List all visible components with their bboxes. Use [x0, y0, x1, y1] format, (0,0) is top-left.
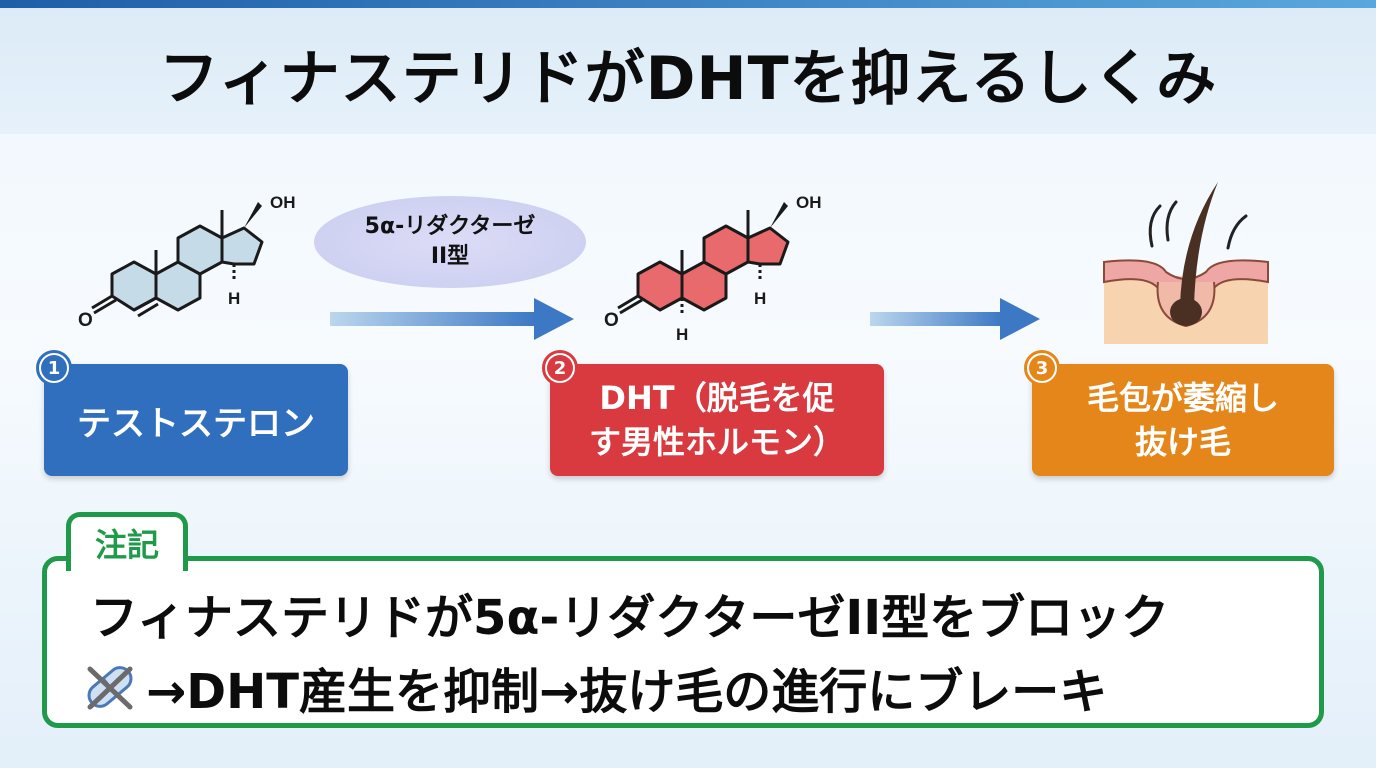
- step-box-hair-loss: 毛包が萎縮し 抜け毛: [1032, 364, 1334, 476]
- step-3-label-line2: 抜け毛: [1134, 423, 1231, 461]
- note-box: [42, 556, 1324, 728]
- note-line-2-row: →DHT産生を抑制→抜け毛の進行にブレーキ: [80, 652, 1107, 722]
- progression-arrow: [870, 296, 1040, 346]
- note-line-2: →DHT産生を抑制→抜け毛の進行にブレーキ: [146, 664, 1108, 720]
- step-1-label: テストステロン: [77, 403, 315, 444]
- conversion-arrow: [330, 296, 574, 346]
- dht-molecule: OH O H H: [600, 180, 840, 355]
- enzyme-type: II型: [430, 244, 470, 269]
- title-band: [0, 8, 1376, 134]
- oh-label: OH: [796, 193, 822, 212]
- oh-label: OH: [270, 193, 296, 212]
- ring-c: [702, 224, 750, 276]
- step-badge-1: 1: [36, 350, 72, 386]
- h-label-lower: H: [676, 325, 688, 344]
- h-label: H: [228, 289, 240, 308]
- step-badge-3: 3: [1024, 350, 1060, 386]
- testosterone-molecule: OH O H: [74, 180, 314, 340]
- enzyme-label-bubble: 5α-リダクターゼ II型: [314, 196, 586, 288]
- enzyme-name: 5α-リダクターゼ: [364, 214, 536, 239]
- o-label: O: [604, 310, 619, 331]
- step-2-label-line2: す男性ホルモン）: [588, 423, 845, 461]
- o-label: O: [78, 310, 93, 331]
- step-badge-2: 2: [542, 350, 578, 386]
- step-box-dht: DHT（脱毛を促 す男性ホルモン）: [550, 364, 884, 476]
- page-title: フィナステリドがDHTを抑えるしくみ: [158, 44, 1218, 114]
- step-3-label-line1: 毛包が萎縮し: [1086, 379, 1279, 417]
- note-line-1: フィナステリドが5α-リダクターゼII型をブロック: [90, 590, 1170, 646]
- top-accent-strip: [0, 0, 1376, 8]
- h-label-upper: H: [754, 289, 766, 308]
- ring-d: [220, 226, 264, 266]
- ring-a: [636, 260, 684, 312]
- ring-d: [746, 226, 790, 266]
- ring-c: [176, 224, 224, 276]
- step-box-testosterone: テストステロン: [44, 364, 348, 476]
- note-label: 注記: [94, 526, 159, 564]
- crossed-pill-icon: [80, 659, 140, 715]
- note-tab: [66, 512, 188, 571]
- step-2-label-line1: DHT（脱毛を促: [599, 379, 835, 417]
- hair-follicle-illustration: [1096, 176, 1276, 348]
